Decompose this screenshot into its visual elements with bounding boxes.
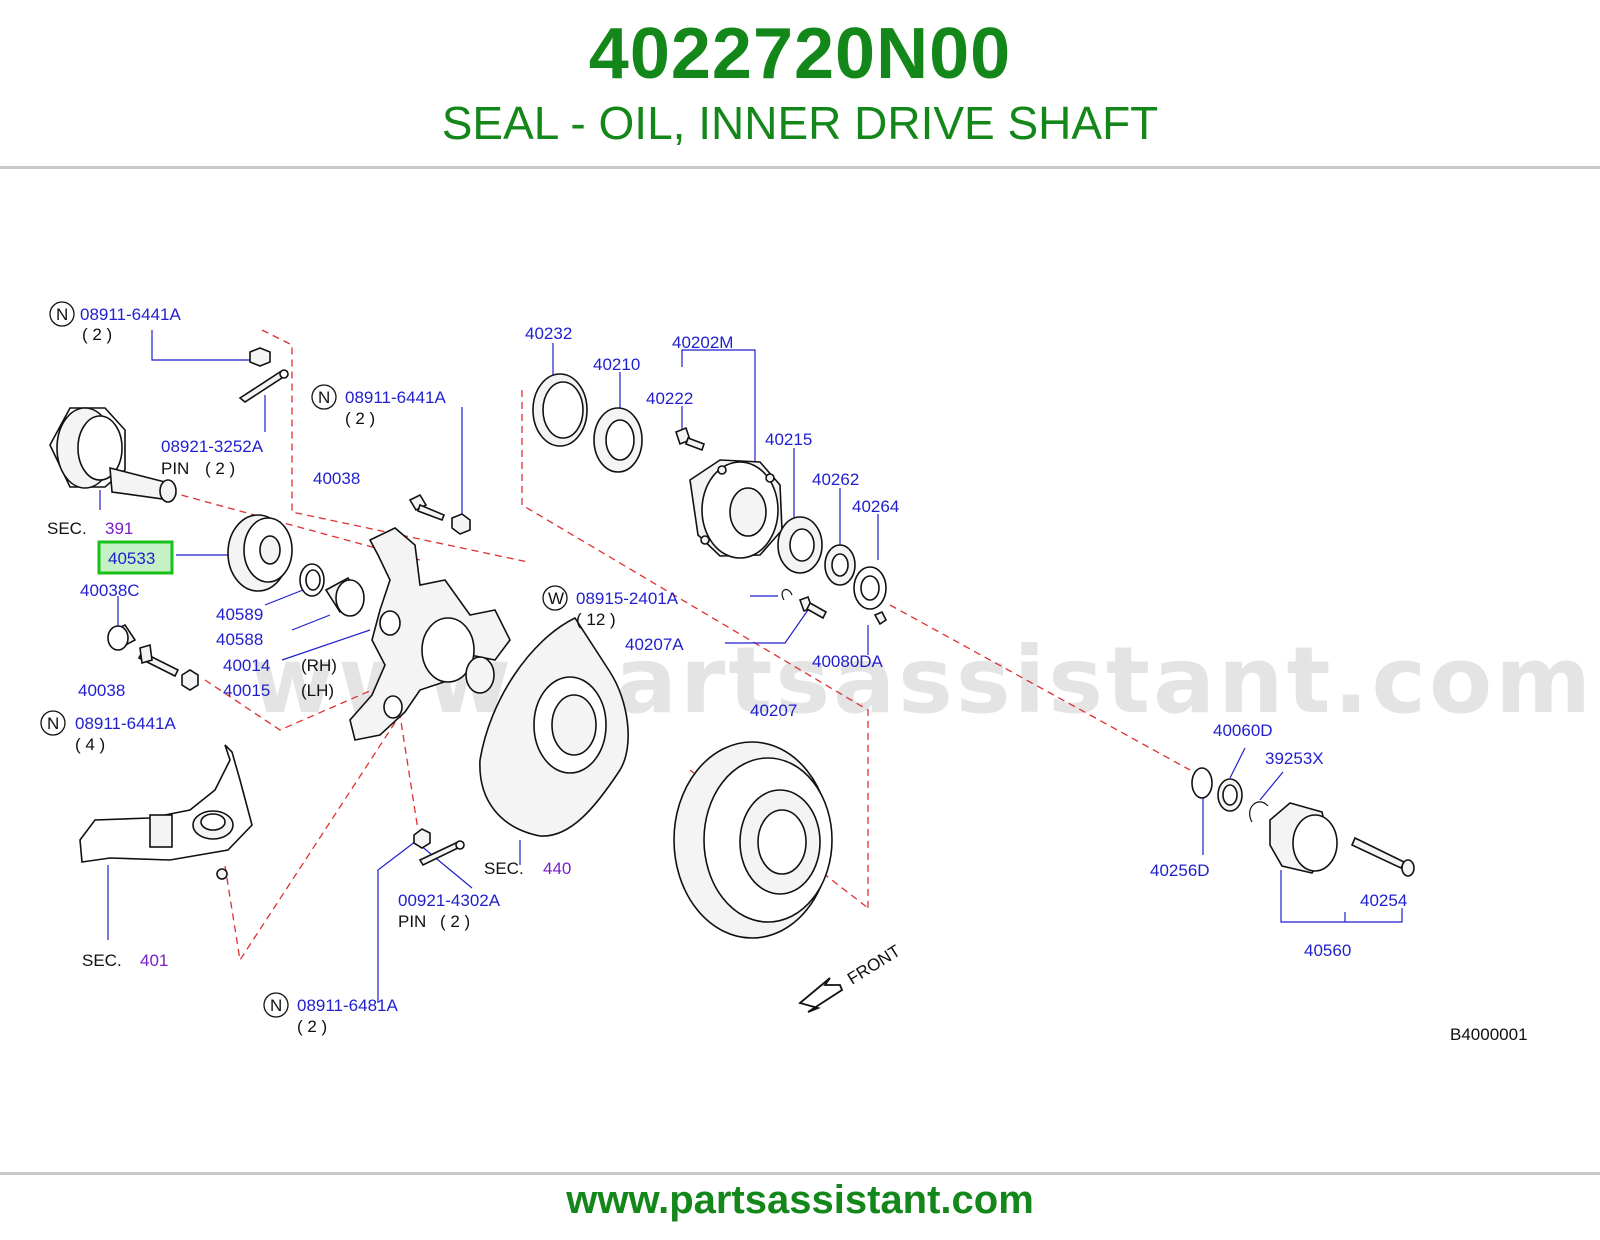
seal-40533-illustration bbox=[227, 514, 293, 592]
label-40015[interactable]: 40015 bbox=[223, 681, 270, 700]
label-pin: PIN bbox=[161, 459, 189, 478]
diagram-code: B4000001 bbox=[1450, 1025, 1528, 1044]
label-08911-6441a[interactable]: 08911-6441A bbox=[80, 305, 181, 324]
label-qty: ( 2 ) bbox=[440, 912, 470, 931]
label-40254[interactable]: 40254 bbox=[1360, 891, 1407, 910]
label-lh: (LH) bbox=[301, 681, 334, 700]
bearing-40262-illustration bbox=[777, 516, 887, 610]
label-40202m[interactable]: 40202M bbox=[672, 333, 733, 352]
label-08911-6481a[interactable]: 08911-6481A bbox=[297, 996, 398, 1015]
label-08915-2401a[interactable]: 08915-2401A bbox=[576, 589, 679, 608]
n-marker: N bbox=[270, 996, 282, 1015]
bearing-40588-illustration bbox=[299, 563, 365, 617]
label-40222[interactable]: 40222 bbox=[646, 389, 693, 408]
label-qty: ( 2 ) bbox=[297, 1017, 327, 1036]
label-39253x[interactable]: 39253X bbox=[1265, 749, 1324, 768]
label-sec: SEC. bbox=[82, 951, 122, 970]
label-sec-391[interactable]: 391 bbox=[105, 519, 133, 538]
w-marker: W bbox=[548, 589, 564, 608]
label-40038[interactable]: 40038 bbox=[78, 681, 125, 700]
label-08921-3252a[interactable]: 08921-3252A bbox=[161, 437, 264, 456]
label-40207[interactable]: 40207 bbox=[750, 701, 797, 720]
drive-shaft-illustration bbox=[49, 407, 177, 503]
steering-knuckle-illustration bbox=[349, 527, 511, 741]
part-labels: 08911-6441A ( 2 ) 08921-3252A PIN ( 2 ) … bbox=[47, 305, 1528, 1044]
seal-40232-illustration bbox=[532, 373, 643, 473]
front-direction-arrow: FRONT bbox=[798, 941, 904, 1013]
label-sec-440[interactable]: 440 bbox=[543, 859, 571, 878]
bolt-40038-mid bbox=[408, 493, 471, 535]
footer-url[interactable]: www.partsassistant.com bbox=[566, 1178, 1034, 1222]
hub-40202m-illustration bbox=[689, 459, 783, 559]
label-40038[interactable]: 40038 bbox=[313, 469, 360, 488]
label-40232[interactable]: 40232 bbox=[525, 324, 572, 343]
nut-pin-lower bbox=[413, 828, 465, 867]
label-40038c[interactable]: 40038C bbox=[80, 581, 140, 600]
nut-pin-top bbox=[238, 347, 289, 403]
part-number-title: 4022720N00 bbox=[588, 14, 1012, 94]
n-marker: N bbox=[47, 714, 59, 733]
label-40207a[interactable]: 40207A bbox=[625, 635, 684, 654]
bolts-40207a-illustration bbox=[781, 588, 888, 626]
label-40262[interactable]: 40262 bbox=[812, 470, 859, 489]
label-40256d[interactable]: 40256D bbox=[1150, 861, 1210, 880]
label-40060d[interactable]: 40060D bbox=[1213, 721, 1273, 740]
label-08911-6441a[interactable]: 08911-6441A bbox=[75, 714, 176, 733]
header-divider bbox=[0, 166, 1600, 169]
brake-rotor-40207-illustration bbox=[673, 741, 833, 939]
label-qty: ( 2 ) bbox=[82, 325, 112, 344]
dust-shield-illustration bbox=[479, 616, 629, 837]
highlight-box bbox=[97, 540, 174, 575]
label-sec: SEC. bbox=[484, 859, 524, 878]
lower-control-arm-illustration bbox=[79, 744, 253, 880]
label-qty: ( 4 ) bbox=[75, 735, 105, 754]
front-label: FRONT bbox=[844, 941, 904, 988]
label-08911-6441a[interactable]: 08911-6441A bbox=[345, 388, 446, 407]
label-00921-4302a[interactable]: 00921-4302A bbox=[398, 891, 501, 910]
n-marker: N bbox=[56, 305, 68, 324]
stud-40222-illustration bbox=[675, 426, 706, 452]
label-40589[interactable]: 40589 bbox=[216, 605, 263, 624]
label-qty: ( 12 ) bbox=[576, 610, 616, 629]
label-rh: (RH) bbox=[301, 656, 337, 675]
label-40264[interactable]: 40264 bbox=[852, 497, 899, 516]
label-qty: ( 2 ) bbox=[345, 409, 375, 428]
part-name-subtitle: SEAL - OIL, INNER DRIVE SHAFT bbox=[441, 97, 1159, 149]
label-40210[interactable]: 40210 bbox=[593, 355, 640, 374]
label-40588[interactable]: 40588 bbox=[216, 630, 263, 649]
note-markers: N N N N W bbox=[40, 301, 568, 1018]
label-40215[interactable]: 40215 bbox=[765, 430, 812, 449]
n-marker: N bbox=[318, 388, 330, 407]
footer-divider bbox=[0, 1172, 1600, 1175]
page-header: 4022720N00 SEAL - OIL, INNER DRIVE SHAFT bbox=[0, 0, 1600, 168]
label-40533[interactable]: 40533 bbox=[108, 549, 155, 568]
label-40080da[interactable]: 40080DA bbox=[812, 652, 884, 671]
label-pin: PIN bbox=[398, 912, 426, 931]
label-qty: ( 2 ) bbox=[205, 459, 235, 478]
bushing-40038c-illustration bbox=[107, 623, 199, 691]
label-40014[interactable]: 40014 bbox=[223, 656, 270, 675]
label-sec: SEC. bbox=[47, 519, 87, 538]
label-40560[interactable]: 40560 bbox=[1304, 941, 1351, 960]
label-sec-401[interactable]: 401 bbox=[140, 951, 168, 970]
leader-lines bbox=[99, 330, 1403, 1003]
locking-hub-parts-illustration bbox=[1191, 767, 1415, 877]
